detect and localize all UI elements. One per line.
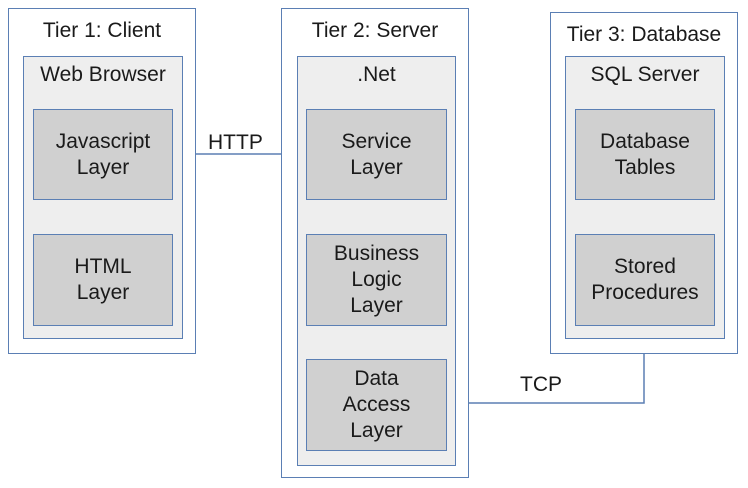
tier-database-title: Tier 3: Database: [566, 23, 722, 46]
platform-sql-server: SQL Server Database Tables Stored Proced…: [565, 56, 725, 339]
layer-database-tables: Database Tables: [575, 109, 715, 200]
layer-business-logic: Business Logic Layer: [306, 234, 447, 326]
tcp-label: TCP: [520, 373, 562, 396]
tier-server: Tier 2: Server .Net Service Layer Busine…: [281, 8, 469, 478]
layer-html: HTML Layer: [33, 234, 173, 326]
layer-javascript: Javascript Layer: [33, 109, 173, 200]
http-label: HTTP: [208, 131, 263, 154]
layer-stored-procedures: Stored Procedures: [575, 234, 715, 326]
platform-dotnet: .Net Service Layer Business Logic Layer …: [297, 56, 456, 466]
tier-database: Tier 3: Database SQL Server Database Tab…: [550, 12, 738, 354]
platform-web-browser: Web Browser Javascript Layer HTML Layer: [23, 56, 183, 339]
layer-data-access: Data Access Layer: [306, 359, 447, 451]
platform-web-browser-title: Web Browser: [40, 63, 166, 86]
platform-dotnet-title: .Net: [357, 63, 396, 86]
layer-service: Service Layer: [306, 109, 447, 200]
platform-sql-server-title: SQL Server: [590, 63, 700, 86]
tier-server-title: Tier 2: Server: [311, 19, 439, 42]
tier-client: Tier 1: Client Web Browser Javascript La…: [8, 8, 196, 354]
tier-client-title: Tier 1: Client: [42, 19, 162, 42]
